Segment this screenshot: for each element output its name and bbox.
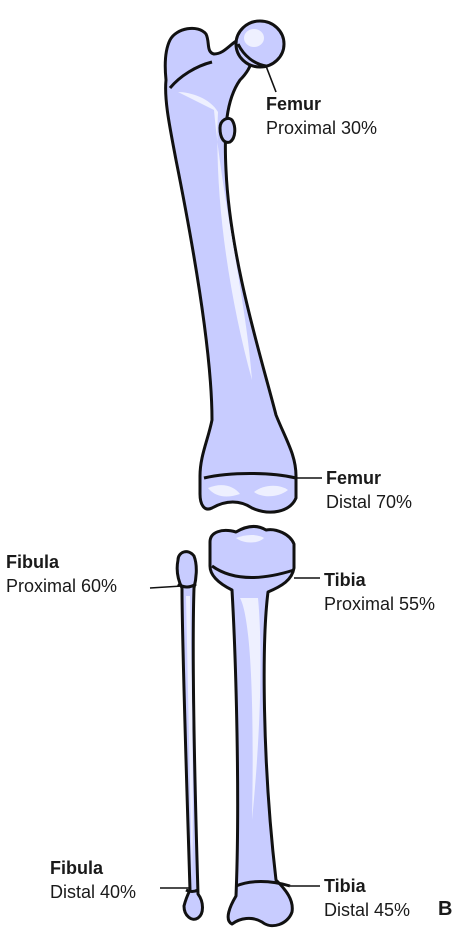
label-name: Tibia bbox=[324, 570, 366, 590]
label-name: Fibula bbox=[6, 552, 59, 572]
tibia bbox=[208, 524, 296, 928]
label-desc: Proximal 30% bbox=[266, 118, 378, 138]
label-tibia-proximal: Tibia Proximal 55% bbox=[324, 568, 435, 616]
femur bbox=[163, 19, 298, 514]
label-tibia-distal: Tibia Distal 45% bbox=[324, 874, 410, 922]
label-desc: Proximal 55% bbox=[324, 594, 436, 614]
label-femur-distal: Femur Distal 70% bbox=[326, 466, 412, 514]
label-desc: Distal 70% bbox=[326, 492, 413, 512]
label-name: Tibia bbox=[324, 876, 366, 896]
label-desc: Distal 40% bbox=[50, 882, 137, 902]
label-femur-proximal: Femur Proximal 30% bbox=[266, 92, 377, 140]
fibula bbox=[175, 550, 204, 921]
label-name: Femur bbox=[266, 94, 322, 114]
label-fibula-distal: Fibula Distal 40% bbox=[50, 856, 136, 904]
label-fibula-proximal: Fibula Proximal 60% bbox=[6, 550, 117, 598]
label-name: Femur bbox=[326, 468, 382, 488]
label-name: Fibula bbox=[50, 858, 103, 878]
leader-fibula-proximal bbox=[149, 585, 183, 589]
leader-femur-proximal bbox=[265, 65, 277, 93]
label-desc: Proximal 60% bbox=[6, 576, 118, 596]
label-desc: Distal 45% bbox=[324, 900, 411, 920]
figure-letter: B bbox=[438, 898, 453, 920]
